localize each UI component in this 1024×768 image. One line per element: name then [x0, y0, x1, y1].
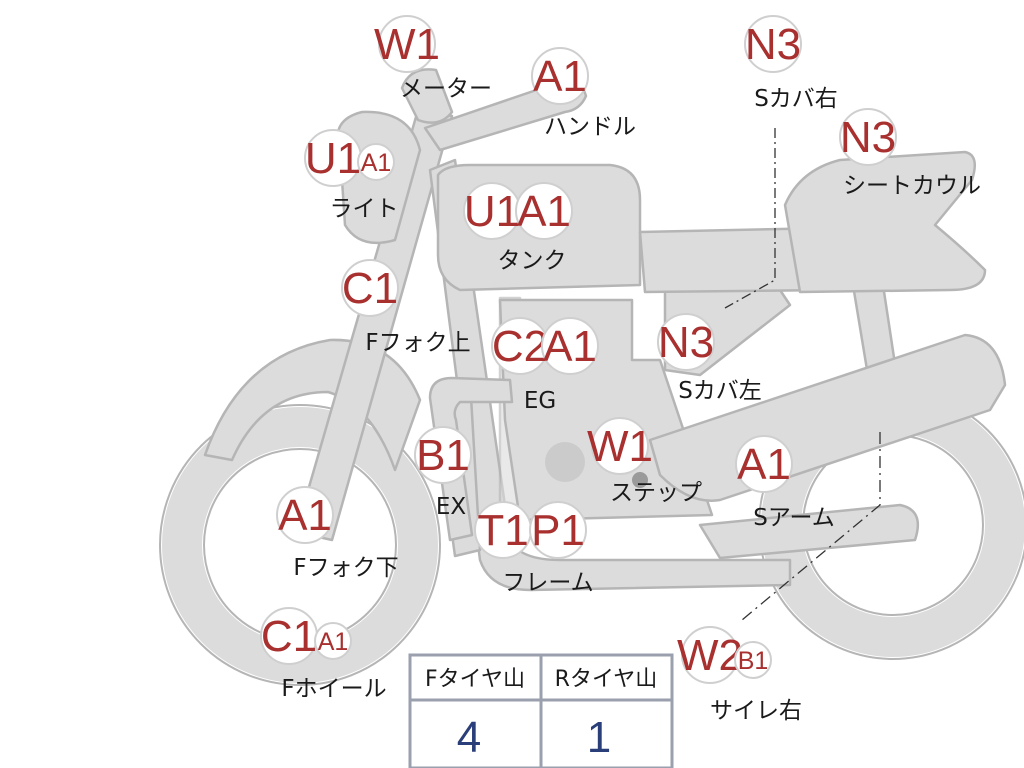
part-label-light: ライト [330, 196, 399, 222]
leader-lines [724, 128, 881, 621]
table-header-front-tire: Fタイヤ山 [425, 667, 525, 692]
condition-code: B1 [416, 431, 470, 480]
code-badge-circle [515, 182, 573, 240]
code-badge-circle [276, 486, 334, 544]
part-label-f-fork-lower: Fフォク下 [293, 555, 398, 581]
table-value-rear-tire: 1 [587, 713, 611, 762]
part-label-tank: タンク [498, 248, 567, 274]
seat-cowl [783, 150, 987, 294]
condition-code: A1 [533, 52, 587, 101]
part-label-seat-cowl: シートカウル [843, 173, 981, 199]
front-wheel [162, 407, 438, 683]
badge-seat-cowl: N3 シートカウル [839, 108, 981, 199]
code-badge-circle [657, 313, 715, 371]
condition-code: U1 [305, 134, 361, 183]
condition-code: C1 [261, 612, 317, 661]
part-label-s-cover-left: Sカバ左 [678, 378, 762, 404]
code-badge-circle [414, 426, 472, 484]
condition-code: A1 [737, 440, 791, 489]
condition-code: T1 [477, 506, 528, 555]
condition-code: A1 [361, 149, 392, 177]
condition-code: A1 [318, 628, 349, 656]
part-label-silencer-right: サイレ右 [710, 698, 802, 724]
condition-code: U1 [464, 187, 520, 236]
code-badge-circle [591, 417, 649, 475]
condition-code: B1 [738, 647, 769, 675]
condition-code: A1 [517, 187, 571, 236]
badge-step: W1 ステップ [587, 417, 702, 506]
part-label-meter: メーター [400, 76, 492, 102]
condition-code: W1 [587, 422, 653, 471]
silencer [698, 503, 920, 560]
part-label-engine: EG [524, 388, 556, 414]
code-badge-circle [378, 15, 436, 73]
tire-tread-table: Fタイヤ山 Rタイヤ山 4 1 [408, 653, 674, 768]
meter [400, 68, 454, 124]
condition-code: A1 [278, 491, 332, 540]
part-label-handle: ハンドル [544, 114, 636, 140]
part-label-step: ステップ [610, 480, 702, 506]
condition-code: N3 [840, 113, 896, 162]
part-label-exhaust: EX [436, 494, 467, 520]
condition-code: C1 [342, 264, 398, 313]
code-badge-circle [541, 317, 599, 375]
condition-code: W2 [677, 631, 743, 680]
part-label-frame: フレーム [502, 570, 593, 596]
code-badge-circle [735, 435, 793, 493]
code-badge-circle [744, 15, 802, 73]
code-badge-circle [357, 143, 395, 181]
code-badge-circle [341, 259, 399, 317]
code-badge-circle [839, 108, 897, 166]
code-badge-circle [529, 501, 587, 559]
part-label-f-fork-upper: Fフォク上 [365, 330, 470, 356]
part-label-s-cover-right: Sカバ右 [754, 86, 838, 112]
exhaust-pipe [428, 376, 514, 542]
table-header-rear-tire: Rタイヤ山 [555, 667, 658, 692]
condition-code: N3 [745, 20, 801, 69]
code-badge-circle [314, 622, 352, 660]
badge-handle: A1 ハンドル [531, 47, 636, 140]
table-value-front-tire: 4 [457, 713, 481, 762]
part-label-s-arm: Sアーム [753, 505, 835, 531]
code-badge-circle [734, 641, 772, 679]
condition-code: N3 [658, 318, 714, 367]
code-badge-circle [531, 47, 589, 105]
part-label-f-wheel: Fホイール [281, 676, 386, 702]
badge-meter: W1 メーター [374, 15, 492, 102]
condition-code: C2 [492, 322, 548, 371]
condition-code: A1 [543, 322, 597, 371]
condition-code: P1 [531, 506, 585, 555]
condition-code: W1 [374, 20, 440, 69]
